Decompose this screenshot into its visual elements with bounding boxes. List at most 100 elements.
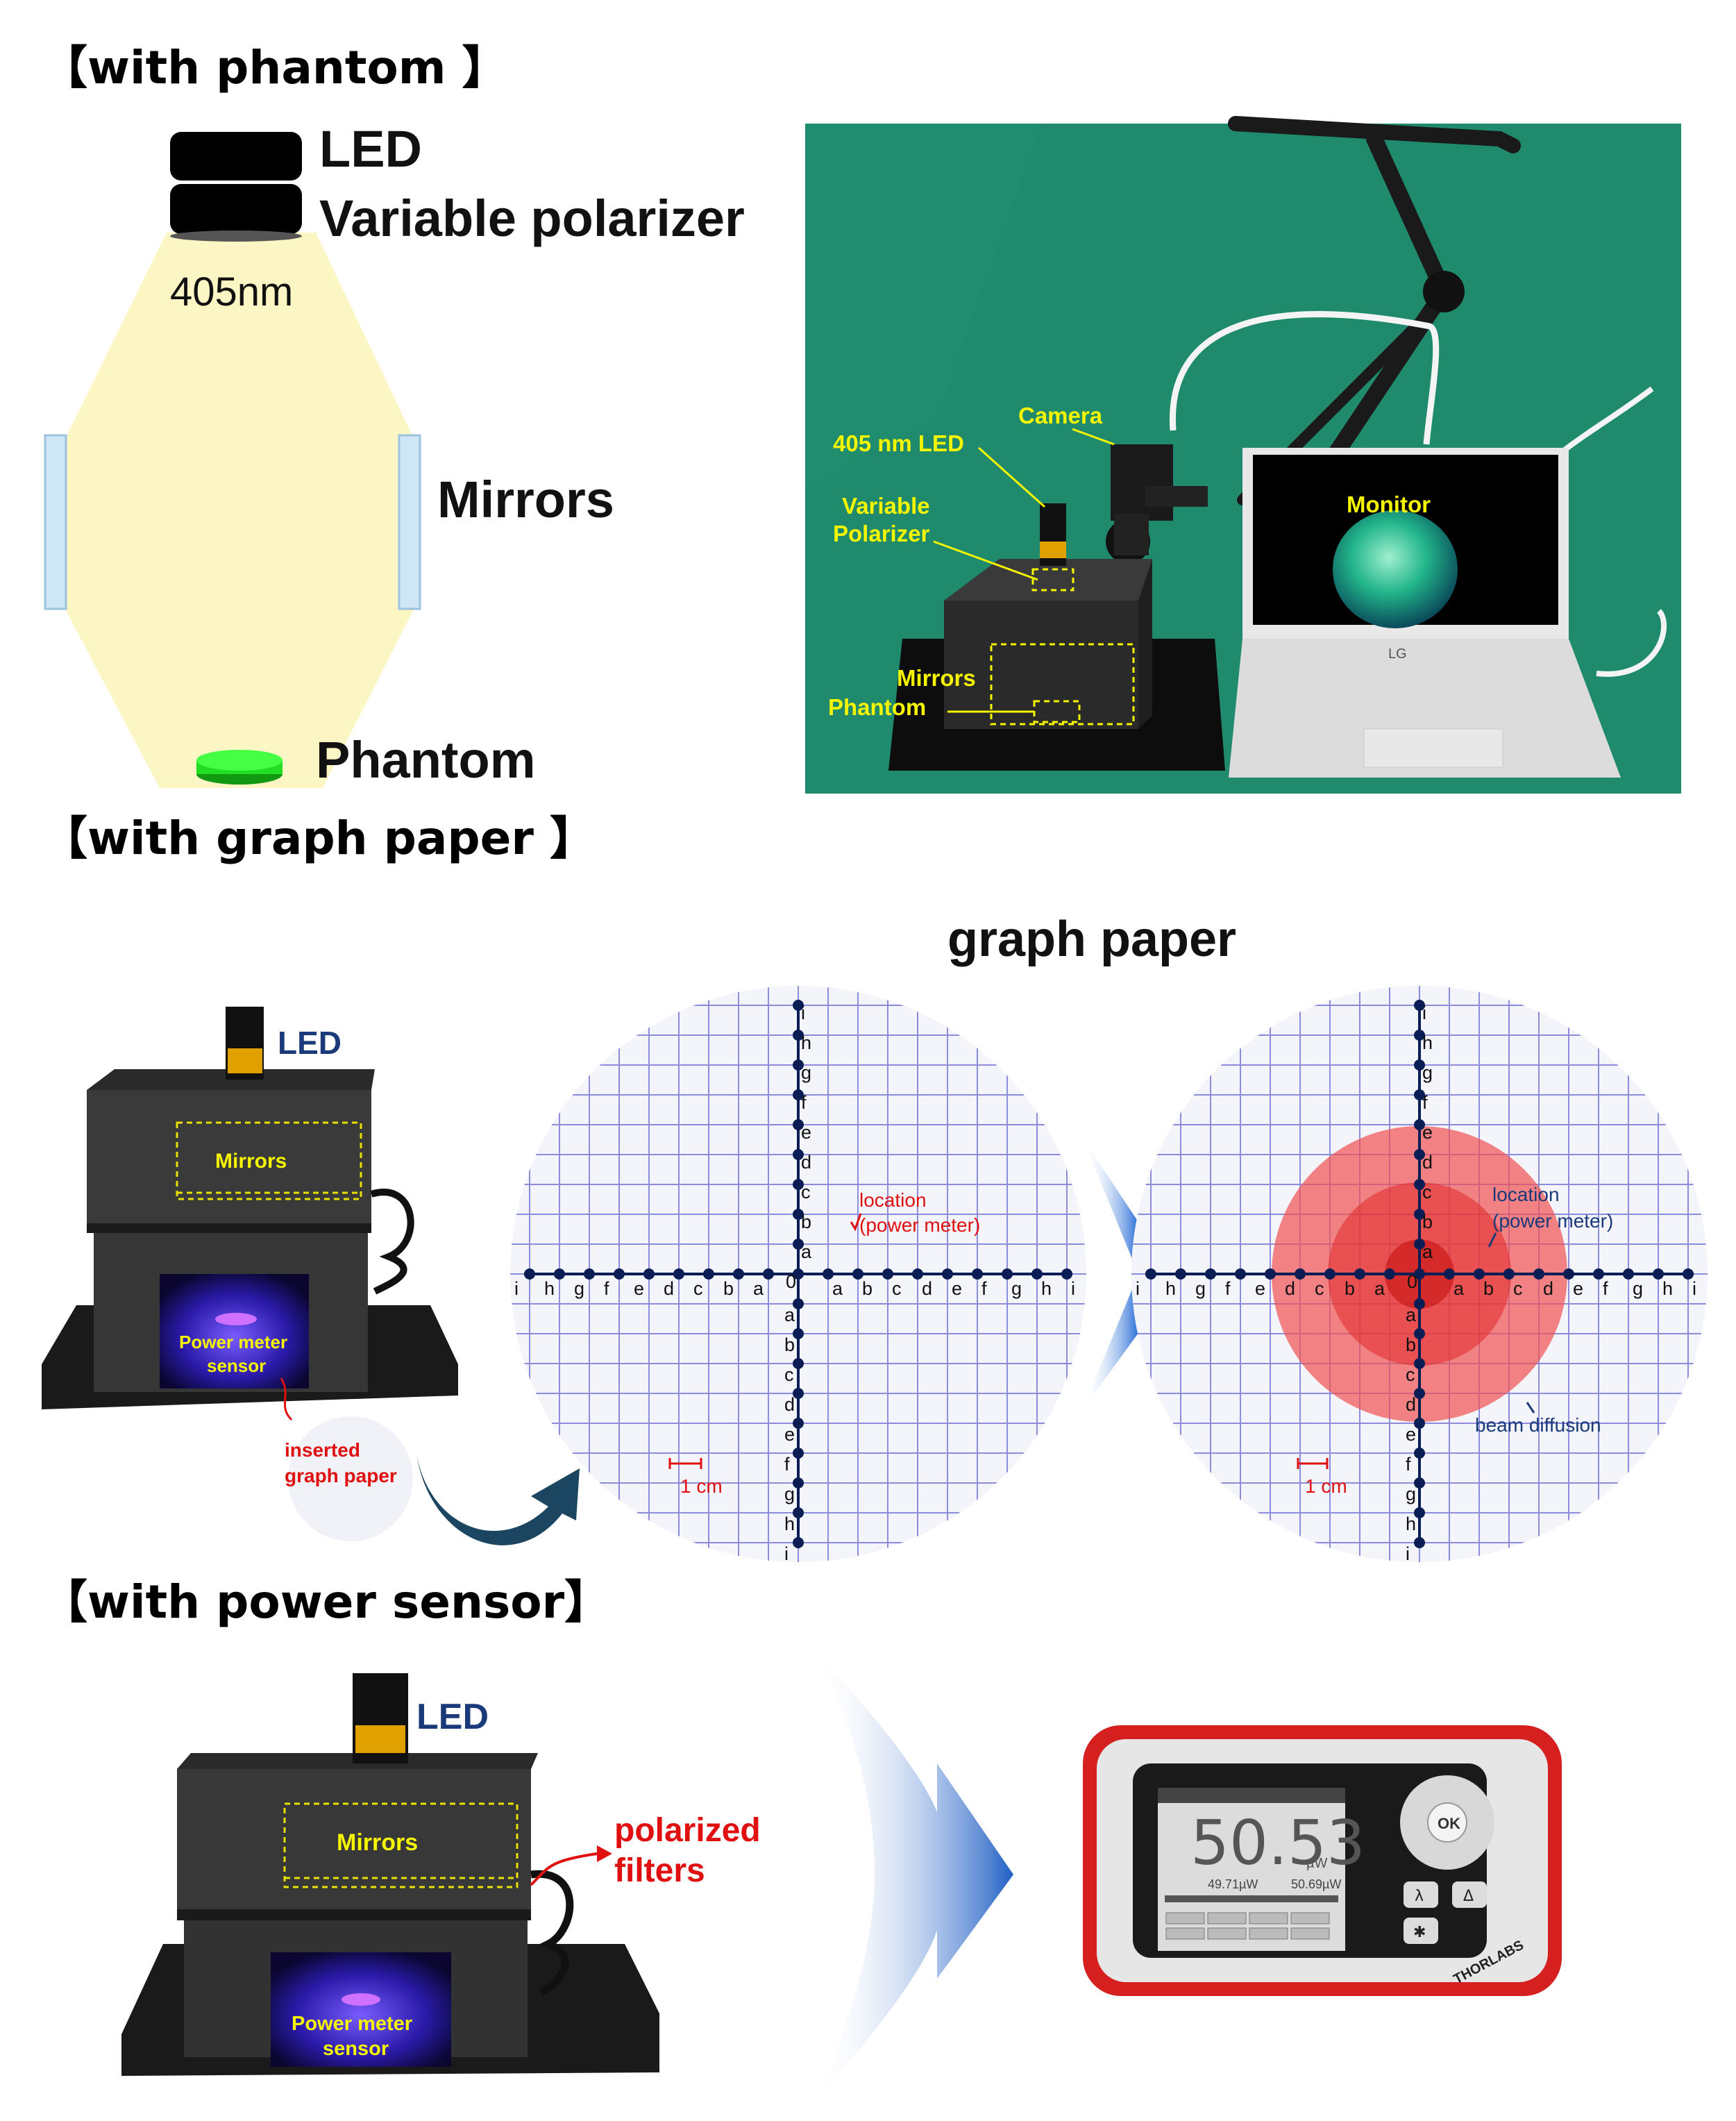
graph-setup-photo: LED Mirrors Power meter sensor inserted …	[42, 1007, 580, 1545]
settings-key	[1404, 1918, 1438, 1944]
axis-letter: g	[1406, 1484, 1416, 1504]
axis-letter: g	[784, 1484, 795, 1504]
axis-letter: d	[1543, 1278, 1553, 1299]
axis-dot	[1414, 1388, 1425, 1399]
laptop-brand: LG	[1388, 646, 1407, 662]
axis-letter: e	[784, 1424, 795, 1445]
scale-bar-left	[668, 1458, 702, 1469]
axis-letter: i	[1136, 1278, 1140, 1299]
axis-letter: c	[1513, 1278, 1523, 1299]
axis-letter: i	[1422, 1003, 1426, 1023]
lambda-key	[1404, 1881, 1438, 1908]
axis-dot	[643, 1268, 655, 1280]
delta-key	[1452, 1881, 1487, 1908]
polarized-filters-label-2: filters	[614, 1852, 705, 1889]
axis-letter: f	[981, 1278, 987, 1299]
dark-box	[944, 503, 1152, 729]
axis-dot	[1414, 1239, 1425, 1250]
axis-dot	[823, 1268, 834, 1280]
axis-dot	[703, 1268, 714, 1280]
location-label-left-2: (power meter)	[859, 1214, 980, 1236]
axis-dot	[793, 1000, 804, 1011]
axis-dot	[1563, 1268, 1574, 1280]
photo-led-label: 405 nm LED	[833, 430, 964, 456]
axis-dot	[1414, 1537, 1425, 1548]
graph-setup-mirrors-label: Mirrors	[215, 1150, 287, 1173]
axis-dot	[1414, 1328, 1425, 1339]
photo-annotations	[933, 428, 1135, 726]
arrow-between-papers-icon	[1083, 1139, 1138, 1409]
scale-label-left: 1 cm	[680, 1475, 723, 1497]
axis-letter: i	[1406, 1543, 1410, 1564]
ok-button	[1427, 1802, 1467, 1843]
axis-letter: c	[784, 1364, 794, 1385]
axis-letter: g	[574, 1278, 584, 1299]
axis-dot	[584, 1268, 595, 1280]
led-icon	[170, 132, 302, 242]
power-setup-sensor-label-1: Power meter	[292, 2013, 412, 2035]
axis-dot	[1295, 1268, 1306, 1280]
axis-dot	[1414, 1089, 1425, 1100]
axis-letter: d	[1422, 1152, 1433, 1173]
axis-letter: b	[862, 1278, 873, 1299]
axis-letter: d	[1406, 1394, 1416, 1415]
left-mirror	[44, 434, 67, 610]
section-title-graph-paper: 【with graph paper 】	[42, 812, 596, 865]
axis-letter: e	[801, 1122, 811, 1143]
axis-letter: b	[1406, 1334, 1416, 1355]
axis-dot	[793, 1209, 804, 1220]
meter-reading: 50.53	[1190, 1807, 1365, 1879]
axis-dot	[1414, 1149, 1425, 1160]
axis-letter: c	[693, 1278, 703, 1299]
axis-letter: e	[1255, 1278, 1265, 1299]
axis-letter: f	[784, 1454, 790, 1475]
axis-dot	[1414, 1000, 1425, 1011]
section-title-phantom: 【with phantom 】	[42, 41, 508, 94]
meter-sub-right: 50.69µW	[1291, 1877, 1341, 1891]
axis-dot	[1533, 1268, 1544, 1280]
right-mirror	[398, 434, 421, 610]
axis-dot	[793, 1298, 804, 1309]
axis-dot	[1414, 1209, 1425, 1220]
axis-letter: h	[1041, 1278, 1052, 1299]
axis-dot	[1414, 1418, 1425, 1429]
axis-letter: e	[952, 1278, 962, 1299]
schematic-wavelength-label: 405nm	[170, 269, 293, 315]
axis-letter: e	[634, 1278, 644, 1299]
beam-diffusion-label: beam diffusion	[1475, 1414, 1601, 1436]
scale-label-right: 1 cm	[1305, 1475, 1347, 1497]
delta-key-label: Δ	[1463, 1888, 1474, 1905]
graph-setup-sensor-label-2: sensor	[207, 1355, 266, 1376]
axis-dot	[793, 1507, 804, 1518]
nav-pad: OK	[1400, 1775, 1494, 1870]
axis-dot	[793, 1418, 804, 1429]
earth-image	[1333, 510, 1458, 628]
axis-dot	[793, 1030, 804, 1041]
axis-dot	[1031, 1268, 1043, 1280]
axis-dot	[942, 1268, 953, 1280]
axis-dot	[673, 1268, 684, 1280]
inserted-label-1: inserted	[285, 1439, 360, 1461]
axis-letter: a	[784, 1305, 795, 1325]
axis-dot	[733, 1268, 744, 1280]
axis-letter: b	[723, 1278, 734, 1299]
scale-bar-right	[1297, 1458, 1329, 1469]
phantom-disc-icon	[196, 750, 283, 785]
location-label-right-1: location	[1492, 1184, 1560, 1205]
schematic-mirrors-label: Mirrors	[437, 471, 614, 528]
axis-letter: d	[784, 1394, 795, 1415]
inserted-label-2: graph paper	[285, 1465, 397, 1486]
axis-dot	[1623, 1268, 1634, 1280]
axis-letter: c	[1315, 1278, 1324, 1299]
photo-phantom-label: Phantom	[828, 694, 926, 720]
axis-dot	[1384, 1268, 1395, 1280]
gear-icon: ✱	[1413, 1924, 1426, 1941]
axis-dot	[1061, 1268, 1072, 1280]
axis-letter: i	[801, 1003, 805, 1023]
power-setup-mirrors-label: Mirrors	[337, 1829, 418, 1856]
lambda-key-label: λ	[1415, 1888, 1424, 1905]
axis-letter: h	[1422, 1032, 1433, 1053]
axis-letter: a	[753, 1278, 764, 1299]
axis-letter: f	[1406, 1454, 1411, 1475]
axis-dot	[554, 1268, 565, 1280]
